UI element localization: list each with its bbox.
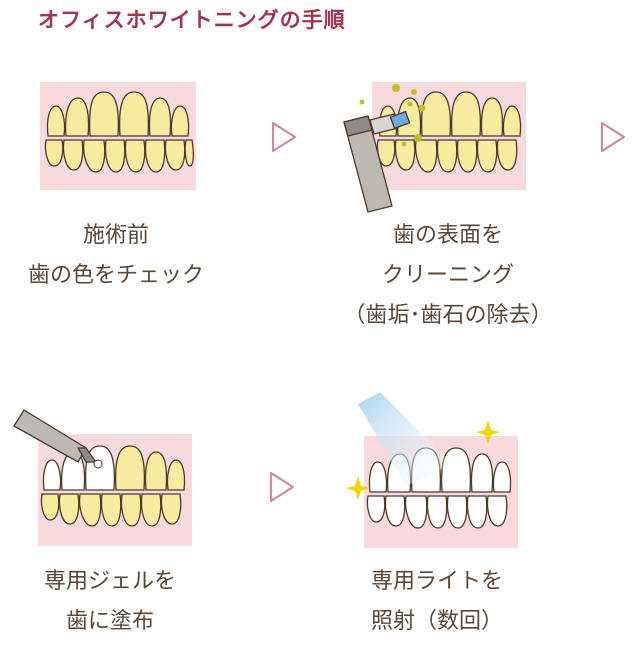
- polisher-icon: [343, 110, 411, 213]
- play-arrow-icon: [600, 121, 626, 153]
- teeth-gel-illustration: [13, 409, 192, 546]
- play-arrow-icon: [269, 471, 295, 503]
- sparkle-icon: [346, 476, 370, 500]
- plaque-dots: [359, 84, 426, 147]
- step-2-line-3: （歯垢･歯石の除去）: [343, 303, 553, 328]
- step-1-line-2: 歯の色をチェック: [27, 263, 204, 288]
- step-4-line-2: 照射（数回）: [370, 609, 503, 634]
- step-3-line-1: 専用ジェルを: [43, 569, 176, 594]
- teeth-before-illustration: [40, 82, 196, 190]
- step-1-line-1: 施術前: [82, 223, 149, 248]
- step-2-line-2: クリーニング: [381, 263, 514, 288]
- step-2-caption: 歯の表面を クリーニング （歯垢･歯石の除去）: [306, 216, 590, 336]
- step-2-line-1: 歯の表面を: [392, 223, 503, 248]
- sparkle-icon: [476, 420, 500, 444]
- step-4-caption: 専用ライトを 照射（数回）: [330, 562, 544, 642]
- page-title: オフィスホワイトニングの手順: [38, 8, 346, 32]
- teeth-light-illustration: [346, 392, 518, 548]
- step-4-line-1: 専用ライトを: [370, 569, 503, 594]
- gel-applicator-icon: [13, 409, 103, 469]
- teeth-cleaning-illustration: [343, 82, 526, 213]
- step-3-line-2: 歯に塗布: [65, 609, 154, 634]
- step-1-caption: 施術前 歯の色をチェック: [0, 216, 232, 296]
- step-3-caption: 専用ジェルを 歯に塗布: [0, 562, 220, 642]
- whitening-light-icon: [358, 392, 452, 486]
- play-arrow-icon: [271, 121, 297, 153]
